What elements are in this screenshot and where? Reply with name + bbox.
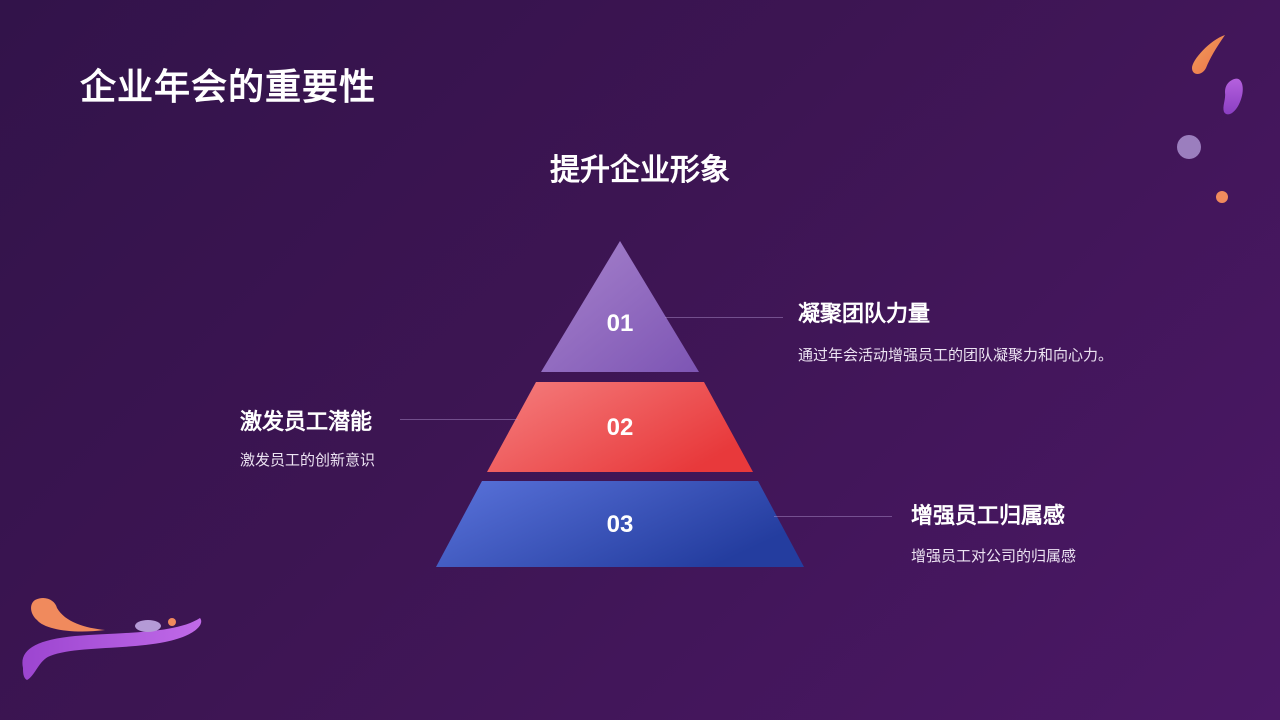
orange-dot <box>1216 191 1228 203</box>
tier-2-description: 激发员工的创新意识 <box>240 451 376 469</box>
orange-swoosh-shape <box>31 597 105 632</box>
tier-1-description: 通过年会活动增强员工的团队凝聚力和向心力。 <box>798 346 1114 364</box>
orange-drop-shape <box>1192 35 1225 74</box>
tier-3-leader-line <box>774 516 892 517</box>
tier-3-description: 增强员工对公司的归属感 <box>911 547 1077 565</box>
tier-3-number: 03 <box>606 511 634 538</box>
tier-2-number: 02 <box>606 414 634 441</box>
pyramid-tier-2 <box>487 382 753 472</box>
pyramid-tier-3 <box>436 481 804 567</box>
lavender-pebble <box>135 620 161 632</box>
lavender-dot <box>1177 135 1201 159</box>
tier-1-leader-line <box>665 317 783 318</box>
purple-drop-shape <box>1223 78 1243 115</box>
slide-title: 企业年会的重要性 <box>80 67 377 108</box>
tier-3-title: 增强员工归属感 <box>911 504 1066 529</box>
purple-wave-shape <box>22 618 202 680</box>
tier-1-title: 凝聚团队力量 <box>798 302 931 327</box>
tier-1-number: 01 <box>606 310 634 337</box>
top-right-decoration <box>1177 35 1243 203</box>
tier-2-leader-line <box>400 419 518 420</box>
bottom-left-decoration <box>22 597 202 680</box>
small-orange-dot <box>168 618 176 626</box>
tier-2-title: 激发员工潜能 <box>240 410 373 435</box>
center-heading: 提升企业形象 <box>550 153 730 188</box>
pyramid-tier-1 <box>541 241 699 372</box>
